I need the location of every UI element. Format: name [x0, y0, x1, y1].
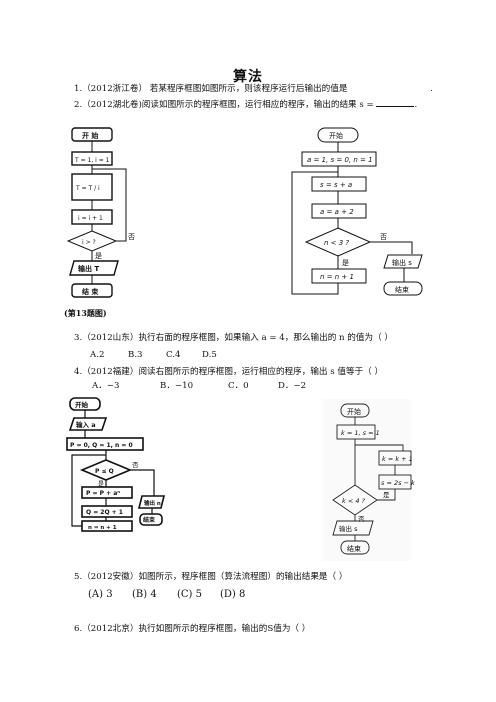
- fc4-incr-text: k = k + 1: [382, 455, 413, 463]
- fc4-init-text: k = 1, s = 1: [341, 429, 380, 437]
- answer-blank: [376, 98, 415, 107]
- fc1-start-text: 开 始: [82, 131, 98, 140]
- fc1-incr-text: i = i + 1: [78, 215, 103, 222]
- fc1-yes-label: 是: [95, 252, 102, 260]
- fc4-no-label: 否: [358, 515, 365, 523]
- fc4-calc-text: s = 2s − k: [381, 479, 415, 487]
- fc1-no-label: 否: [128, 233, 135, 241]
- fc1-assign-text: T = T / i: [75, 185, 100, 192]
- fc3-no-label: 否: [132, 461, 139, 469]
- question-2: 2.（2012湖北卷)阅读如图所示的程序框图，运行相应的程序，输出的结果 s =…: [74, 98, 417, 111]
- fc3-input-box: [68, 417, 108, 431]
- fc4-init-box: [336, 424, 376, 440]
- question-3-option-c: C.4: [166, 350, 181, 360]
- fc3-cond-text: P ≤ Q: [95, 468, 114, 475]
- fc2-start-text: 开始: [329, 131, 343, 140]
- fc2-yes-label: 是: [342, 259, 349, 267]
- fc2-step1-text: s = s + a: [320, 181, 352, 189]
- question-1-end: .: [430, 84, 433, 94]
- question-4-option-b: B．−10: [160, 381, 194, 391]
- question-3-option-a: A.2: [90, 350, 105, 360]
- page-title: 算法: [233, 69, 263, 85]
- fc2-step1-box: [311, 176, 367, 192]
- fc1-output-box: [69, 260, 119, 276]
- question-2-end: .: [414, 100, 418, 110]
- fc4-start-text: 开始: [347, 407, 361, 416]
- fc2-incr-box: [311, 268, 367, 284]
- question-4-text: 4.（2012福建）阅读右图所示的程序框图，运行相应的程序，输出 s 值等于（ …: [74, 367, 384, 377]
- question-4-option-c: C．0: [228, 381, 249, 391]
- fc4-end-text: 结束: [347, 544, 361, 553]
- fc2-output-text: 输出 s: [392, 258, 412, 267]
- fc1-end-box: [71, 283, 113, 298]
- question-5-text: 5.（2012安徽）如图所示，程序框图（算法流程图）的输出结果是（ ）: [74, 572, 348, 582]
- question-5-option-a: (A) 3: [88, 589, 113, 600]
- question-4-option-d: D．−2: [278, 381, 307, 391]
- fc3-start-text: 开始: [75, 400, 89, 409]
- fc2-step2-text: a = a + 2: [320, 208, 354, 216]
- fc4-end-box: [340, 540, 370, 555]
- fc3-yes-label: 是: [98, 481, 104, 488]
- fc4-scan-background: [323, 399, 411, 561]
- fc2-output-box: [383, 254, 423, 269]
- fc3-q-text: Q = 2Q + 1: [86, 509, 123, 516]
- fc1-end-text: 结 束: [81, 287, 99, 296]
- question-2-text: 2.（2012湖北卷)阅读如图所示的程序框图，运行相应的程序，输出的结果 s =: [74, 100, 374, 110]
- fc2-init-box: [301, 151, 377, 167]
- fc1-output-text: 输出 T: [78, 264, 99, 273]
- fc4-cond-text: k < 4 ?: [342, 497, 366, 505]
- question-5-option-b: (B) 4: [132, 589, 157, 600]
- fc4-output-box: [332, 520, 374, 536]
- fc2-init-text: a = 1, s = 0, n = 1: [307, 156, 373, 164]
- fc2-incr-text: n = n + 1: [320, 273, 354, 281]
- fc3-p-box: [81, 486, 133, 499]
- question-4-option-a: A．−3: [92, 381, 120, 391]
- flowchart-hubei: 开始 a = 1, s = 0, n = 1 s = s + a a = a +…: [291, 127, 423, 296]
- fc1-cond-text: i > ?: [82, 239, 96, 246]
- fc2-no-label: 否: [380, 233, 387, 241]
- fc3-q-box: [81, 505, 133, 518]
- fc2-step2-box: [311, 203, 367, 219]
- figure-13-caption: (第13题图): [64, 308, 107, 318]
- fc3-p-text: P = P + aⁿ: [86, 490, 120, 497]
- fc3-output-box: [137, 495, 166, 509]
- fc1-init-text: T = 1, i = 1: [74, 157, 110, 164]
- fc2-cond-text: n < 3 ?: [324, 239, 349, 247]
- fc3-end-box: [139, 513, 163, 526]
- fc2-end-text: 结束: [395, 285, 409, 294]
- flowchart-shandong: 开始 输入 a P = 0, Q = 1, n = 0 P ≤ Q 否 是 P …: [66, 397, 166, 532]
- question-1: 1.（2012浙江卷） 若某程序框图如图所示，则该程序运行后输出的值是 .: [74, 84, 433, 95]
- question-5-option-c: (C) 5: [177, 589, 202, 600]
- question-3-option-b: B.3: [128, 350, 143, 360]
- question-3-option-d: D.5: [202, 350, 217, 360]
- question-6-text: 6.（2012北京）执行如图所示的程序框图，输出的S值为（ ）: [74, 624, 311, 634]
- fc2-end-box: [383, 281, 423, 296]
- fc4-yes-label: 是: [383, 491, 390, 499]
- question-3-text: 3.（2012山东）执行右面的程序框图，如果输入 a = 4，那么输出的 n 的…: [74, 333, 394, 343]
- fc3-init-box: [66, 437, 144, 451]
- flowchart-fujian: 开始 k = 1, s = 1 k = k + 1 s = 2s − k 是 k…: [323, 399, 415, 561]
- fc4-output-text: 输出 s: [339, 524, 358, 533]
- fc3-input-text: 输入 a: [76, 420, 96, 429]
- flowchart-zhejiang: 开 始 T = 1, i = 1 T = T / i i = i + 1 i >…: [66, 127, 135, 298]
- question-5-option-d: (D) 8: [220, 589, 246, 600]
- fc3-n-text: n = n + 1: [88, 525, 117, 531]
- fc3-init-text: P = 0, Q = 1, n = 0: [70, 442, 133, 449]
- fc3-end-text: 结束: [143, 516, 156, 524]
- fc3-output-text: 输出 n: [144, 499, 161, 507]
- question-1-text: 1.（2012浙江卷） 若某程序框图如图所示，则该程序运行后输出的值是: [74, 84, 348, 94]
